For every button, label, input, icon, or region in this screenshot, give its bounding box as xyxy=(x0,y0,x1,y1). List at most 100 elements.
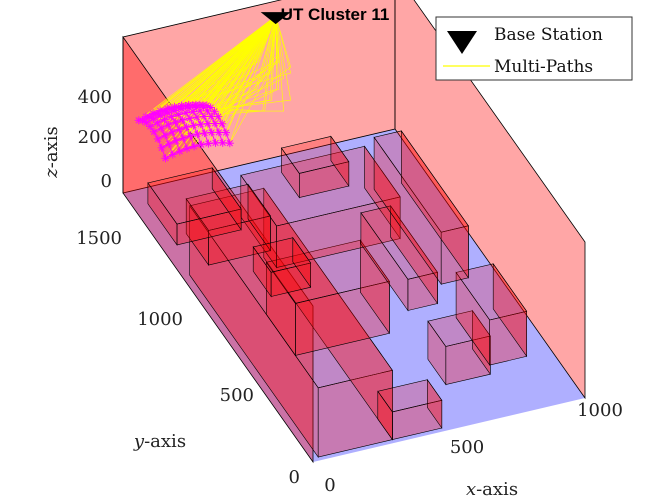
base-station-marker xyxy=(260,12,291,25)
ut-marker xyxy=(183,144,191,153)
building-6-face-2 xyxy=(455,271,491,367)
ut-marker xyxy=(168,128,177,136)
building-0-face-2 xyxy=(189,204,319,459)
ut-marker xyxy=(179,134,188,143)
ut-marker xyxy=(157,124,166,133)
multipath-bounce-line xyxy=(174,16,292,108)
ut-marker xyxy=(190,142,199,151)
ut-marker xyxy=(199,101,207,110)
ut-marker xyxy=(225,139,234,148)
building-2-face-2 xyxy=(265,261,296,357)
legend-multipath-label: Multi-Paths xyxy=(494,57,593,77)
ut-marker xyxy=(156,106,165,115)
x-tick-500: 500 xyxy=(450,437,484,458)
multipath-bounce-line xyxy=(152,16,276,114)
ut-marker xyxy=(164,140,173,148)
ut-marker xyxy=(141,112,150,121)
ut-marker xyxy=(186,131,195,140)
ut-marker xyxy=(218,138,227,147)
multipath-bounce-line xyxy=(153,16,276,133)
building-1-face-3 xyxy=(426,378,443,429)
ut-marker xyxy=(206,103,215,112)
ut-marker xyxy=(174,110,183,119)
ut-marker xyxy=(218,119,227,128)
x-tick-1000: 1000 xyxy=(577,400,623,421)
ut-marker xyxy=(157,143,166,152)
building-11-face-3 xyxy=(292,236,312,289)
ut-marker xyxy=(171,118,180,127)
y-tick-1000: 1000 xyxy=(137,309,183,330)
multipath-bounce-line xyxy=(207,16,276,112)
z-tick-400: 400 xyxy=(78,87,112,108)
ut-marker xyxy=(182,123,191,132)
y-tick-500: 500 xyxy=(220,385,254,406)
building-9-face-2 xyxy=(281,147,300,199)
multipath-bounce-line xyxy=(218,16,280,117)
ut-marker xyxy=(196,120,205,129)
x-tick-0: 0 xyxy=(324,475,335,496)
ut-marker xyxy=(222,128,230,137)
multipath-line xyxy=(159,15,276,111)
legend-base-station-marker xyxy=(447,31,477,54)
wall-right xyxy=(394,0,586,400)
multipath-bounce-line xyxy=(163,16,278,112)
ground-plane xyxy=(123,129,585,462)
ut-marker xyxy=(192,113,201,122)
ut-marker xyxy=(149,109,157,118)
z-axis-label: z-axis xyxy=(41,126,62,178)
z-tick-0: 0 xyxy=(101,171,112,192)
ut-marker xyxy=(153,134,162,143)
ut-marker xyxy=(163,104,172,113)
building-10-face-2 xyxy=(147,182,178,246)
ut-marker xyxy=(184,100,193,109)
ut-marker xyxy=(185,114,194,123)
ut-marker xyxy=(200,112,208,121)
multipath-line xyxy=(188,15,276,106)
building-4-face-3 xyxy=(247,183,271,252)
building-1-face-2 xyxy=(377,390,393,441)
building-0-face-3 xyxy=(263,187,393,441)
building-6-face-3 xyxy=(492,262,528,358)
y-tick-1500: 1500 xyxy=(76,228,122,249)
building-8-face-2 xyxy=(373,136,442,286)
ut-marker xyxy=(175,147,184,156)
ut-marker xyxy=(161,154,170,163)
building-7-face-3 xyxy=(390,204,438,305)
multipath-line xyxy=(199,15,276,106)
building-9-face-3 xyxy=(330,135,350,187)
ut-marker xyxy=(207,128,216,137)
ut-cluster-layer xyxy=(134,100,234,163)
multipath-line xyxy=(214,15,276,112)
ut-marker xyxy=(203,119,212,128)
ut-marker xyxy=(161,131,169,140)
multipath-bounce-line xyxy=(185,15,276,107)
multipath-line xyxy=(202,15,276,106)
building-3-face-2 xyxy=(240,174,277,269)
multipath-bounce-line xyxy=(206,16,280,106)
legend-base-station-label: Base Station xyxy=(494,25,603,45)
multipath-line xyxy=(181,15,276,106)
multipath-bounce-line xyxy=(195,16,276,106)
ut-marker xyxy=(204,139,213,148)
ut-marker xyxy=(172,136,180,145)
ut-marker xyxy=(149,114,158,123)
ut-marker xyxy=(197,140,206,149)
multipath-line xyxy=(192,15,276,106)
multipath-line xyxy=(229,15,277,144)
ut-marker xyxy=(214,112,223,121)
ut-marker xyxy=(214,128,223,137)
legend: Base Station Multi-Paths xyxy=(435,16,633,81)
ut-marker xyxy=(193,130,202,139)
building-2-face-3 xyxy=(359,239,390,335)
ut-marker xyxy=(189,121,198,130)
ut-marker xyxy=(211,138,220,147)
y-tick-0: 0 xyxy=(289,467,300,488)
ut-marker xyxy=(170,102,179,111)
ut-marker xyxy=(211,119,219,128)
legend-box xyxy=(435,16,633,81)
y-axis-label: y-axis xyxy=(133,431,186,452)
multipath-line xyxy=(167,15,276,109)
building-5-face-2 xyxy=(427,320,447,386)
multipath-line xyxy=(195,15,276,106)
